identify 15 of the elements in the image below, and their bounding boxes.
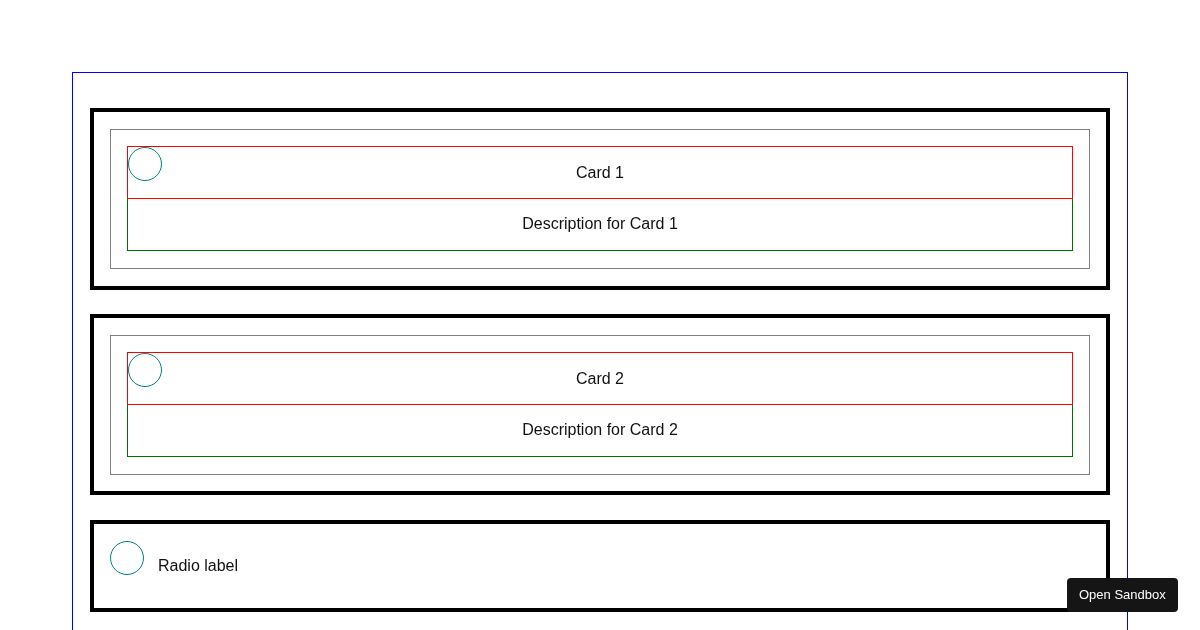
card-title: Card 1 — [576, 162, 624, 183]
radio-option-frame — [90, 520, 1110, 612]
card-panel — [110, 335, 1090, 475]
card-panel — [110, 129, 1090, 269]
card-frame — [90, 108, 1110, 290]
card-description-text: Description for Card 1 — [522, 214, 678, 234]
card-description — [127, 198, 1073, 251]
card-description — [127, 404, 1073, 457]
card-header — [127, 352, 1073, 405]
open-sandbox-button: Open Sandbox — [1067, 578, 1178, 612]
card-title: Card 2 — [576, 368, 624, 389]
card-description-text: Description for Card 2 — [522, 420, 678, 440]
card-frame — [90, 314, 1110, 495]
radio-label: Radio label — [158, 556, 239, 576]
card-header — [127, 146, 1073, 199]
